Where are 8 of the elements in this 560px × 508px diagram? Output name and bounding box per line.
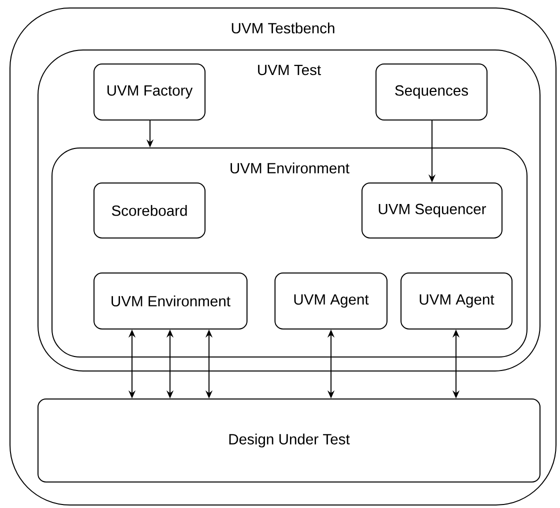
process-box: UVM Environment bbox=[94, 272, 248, 330]
process-box: Scoreboard bbox=[94, 182, 206, 238]
process-box: Sequences bbox=[376, 64, 488, 120]
process-box: UVM Sequencer bbox=[362, 182, 502, 238]
process-box: Design Under Test bbox=[38, 398, 540, 482]
process-box: UVM Agent bbox=[400, 272, 512, 330]
process-box: UVM Factory bbox=[94, 64, 206, 120]
process-box: UVM Agent bbox=[274, 272, 388, 330]
